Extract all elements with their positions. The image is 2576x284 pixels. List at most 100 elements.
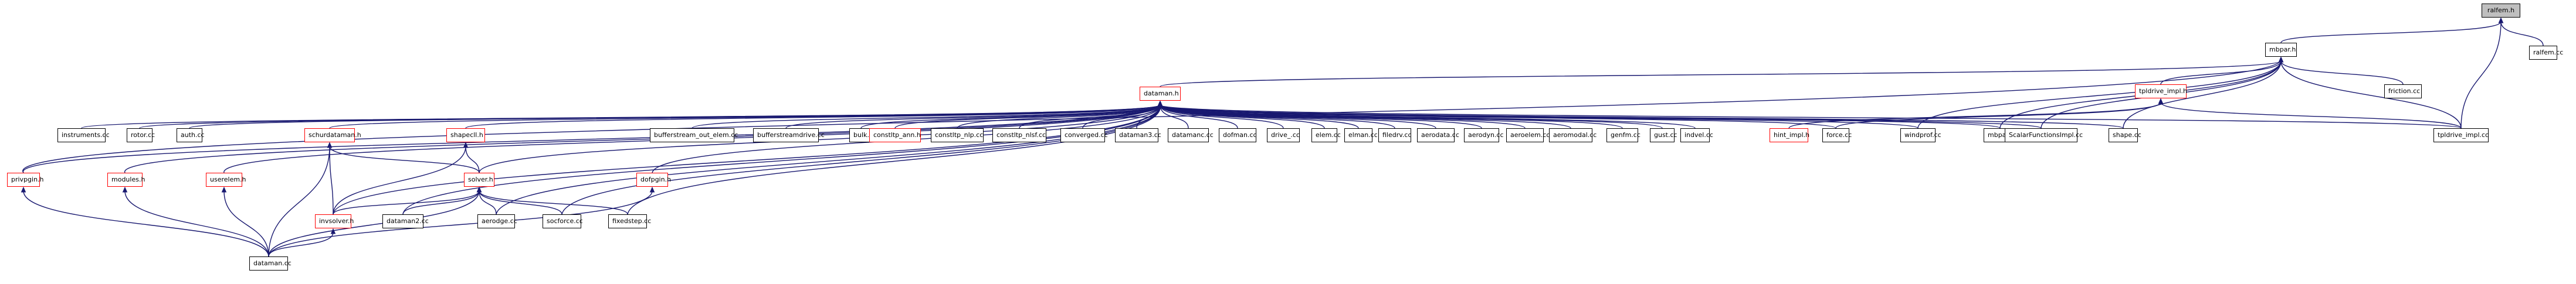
node-aeromodal-cc[interactable]: aeromodal.cc bbox=[1549, 128, 1597, 142]
edge-windprof_cc-to-mbpar_h bbox=[1917, 60, 2282, 129]
node-datamanc-cc[interactable]: datamanc.cc bbox=[1168, 128, 1214, 142]
arrowhead bbox=[1157, 100, 1163, 107]
node-socforce-cc[interactable]: socforce.cc bbox=[543, 214, 583, 228]
edge-constltp_nlp_cc-to-dataman_h bbox=[957, 104, 1161, 129]
node-dataman-cc[interactable]: dataman.cc bbox=[249, 256, 292, 271]
node-dataman2-cc[interactable]: dataman2.cc bbox=[382, 214, 429, 228]
edge-socforce_cc-to-dataman_h bbox=[561, 104, 1161, 215]
edge-dataman_cc-to-dofpgin_h bbox=[268, 190, 653, 257]
node-aerodata-cc[interactable]: aerodata.cc bbox=[1417, 128, 1459, 142]
edge-auth_cc-to-dataman_h bbox=[189, 104, 1161, 129]
node-solver-h[interactable]: solver.h bbox=[464, 173, 494, 187]
node-gust-cc[interactable]: gust.cc bbox=[1650, 128, 1677, 142]
arrowhead bbox=[2158, 98, 2164, 104]
node-fixedstep-cc[interactable]: fixedstep.cc bbox=[608, 214, 651, 228]
node-bufferstreamdrive-cc[interactable]: bufferstreamdrive.cc bbox=[753, 128, 825, 142]
node-tpldrive-impl-h[interactable]: tpldrive_impl.h bbox=[2135, 84, 2187, 98]
edge-schurdataman_h-to-dataman_h bbox=[329, 104, 1161, 129]
arrowhead bbox=[2498, 17, 2504, 23]
node-shapecll-h[interactable]: shapecll.h bbox=[446, 128, 485, 142]
edge-constltp_nlsf_cc-to-dataman_h bbox=[1019, 104, 1161, 129]
node-aerodyn-cc[interactable]: aerodyn.cc bbox=[1464, 128, 1504, 142]
node-friction-cc[interactable]: friction.cc bbox=[2384, 84, 2422, 98]
edge-filedrv_cc-to-dataman_h bbox=[1160, 104, 1395, 129]
edge-bufferstream_out_elem_cc-to-dataman_h bbox=[692, 104, 1161, 129]
node-constltp-nlp-cc[interactable]: constltp_nlp.cc bbox=[931, 128, 984, 142]
edge-datamanc_cc-to-dataman_h bbox=[1160, 104, 1189, 129]
node-mbpar-h[interactable]: mbpar.h bbox=[2265, 43, 2297, 57]
node-hint-impl-h[interactable]: hint_impl.h bbox=[1770, 128, 1809, 142]
arrowhead bbox=[122, 186, 128, 193]
arrowhead bbox=[221, 186, 227, 193]
node-instruments-cc[interactable]: instruments.cc bbox=[57, 128, 110, 142]
node-scalarfunctionsimpl-cc[interactable]: ScalarFunctionsImpl.cc bbox=[2005, 128, 2083, 142]
edge-drive_cc-to-dataman_h bbox=[1160, 104, 1284, 129]
arrowhead bbox=[2278, 56, 2284, 63]
node-privpgin-h[interactable]: privpgin.h bbox=[7, 173, 44, 187]
node-dataman-h[interactable]: dataman.h bbox=[1140, 87, 1181, 101]
edge-invsolver_h-to-solver_h bbox=[333, 190, 480, 215]
node-invsolver-h[interactable]: invsolver.h bbox=[315, 214, 354, 228]
edge-tpldrive_impl_cc-to-mbpar_h bbox=[2280, 60, 2462, 129]
edge-privpgin_h-to-dataman_h bbox=[23, 104, 1161, 173]
edge-dataman_cc-to-modules_h bbox=[124, 190, 269, 257]
edge-dataman2_cc-to-dataman_h bbox=[402, 104, 1161, 215]
node-aeroelem-cc[interactable]: aeroelem.cc bbox=[1506, 128, 1550, 142]
edge-ralfem_cc-to-ralfem_h bbox=[2500, 21, 2544, 46]
edge-dataman2_cc-to-solver_h bbox=[402, 190, 480, 215]
edge-dataman_h-to-mbpar_h bbox=[1160, 60, 2282, 87]
node-bufferstream-out-elem-cc[interactable]: bufferstream_out_elem.cc bbox=[650, 128, 738, 142]
node-elem-cc[interactable]: elem.cc bbox=[1311, 128, 1341, 142]
node-force-cc[interactable]: force.cc bbox=[1822, 128, 1852, 142]
node-genfm-cc[interactable]: genfm.cc bbox=[1606, 128, 1640, 142]
node-tpldrive-impl-cc[interactable]: tpldrive_impl.cc bbox=[2433, 128, 2489, 142]
node-ralfem-h[interactable]: ralfem.h bbox=[2482, 4, 2520, 18]
node-auth-cc[interactable]: auth.cc bbox=[177, 128, 205, 142]
edge-shape_cc-to-mbpar_h bbox=[2123, 60, 2282, 129]
edge-solver_h-to-schurdataman_h bbox=[329, 146, 480, 173]
edge-tpldrive_impl_cc-to-ralfem_h bbox=[2460, 21, 2502, 129]
node-dofpgin-h[interactable]: dofpgin.h bbox=[636, 173, 671, 187]
edge-shape_cc-to-dataman_h bbox=[1160, 104, 2124, 129]
arrowhead bbox=[330, 228, 336, 234]
node-constltp-ann-h[interactable]: constltp_ann.h bbox=[869, 128, 921, 142]
node-aerodge-cc[interactable]: aerodge.cc bbox=[477, 214, 517, 228]
edge-constltp_ann_h-to-dataman_h bbox=[894, 104, 1161, 129]
edge-socforce_cc-to-solver_h bbox=[479, 190, 562, 215]
node-elman-cc[interactable]: elman.cc bbox=[1344, 128, 1378, 142]
edge-converged_cc-to-dataman_h bbox=[1082, 104, 1161, 129]
edge-bufferstreamdrive_cc-to-dataman_h bbox=[785, 104, 1161, 129]
arrowhead bbox=[21, 186, 26, 193]
edge-dofman_cc-to-dataman_h bbox=[1160, 104, 1238, 129]
edge-force_cc-to-tpldrive_impl_h bbox=[1835, 102, 2161, 129]
edge-invsolver_h-to-shapecll_h bbox=[333, 146, 466, 215]
node-rotor-cc[interactable]: rotor.cc bbox=[127, 128, 155, 142]
edge-aerodge_cc-to-dataman_h bbox=[496, 104, 1161, 215]
edge-tpldrive_impl_cc-to-dataman_h bbox=[1160, 104, 2462, 129]
edge-fixedstep_cc-to-solver_h bbox=[479, 190, 628, 215]
node-drive-cc[interactable]: drive_.cc bbox=[1267, 128, 1300, 142]
edge-dataman3_cc-to-dataman_h bbox=[1136, 104, 1161, 129]
arrowhead bbox=[327, 142, 333, 148]
node-filedrv-cc[interactable]: filedrv.cc bbox=[1378, 128, 1412, 142]
edge-solver_h-to-shapecll_h bbox=[465, 146, 480, 173]
edge-invsolver_h-to-dataman_h bbox=[333, 104, 1161, 215]
node-dataman3-cc[interactable]: dataman3.cc bbox=[1115, 128, 1161, 142]
edge-shapecll_h-to-dataman_h bbox=[465, 104, 1161, 129]
node-modules-h[interactable]: modules.h bbox=[107, 173, 145, 187]
node-constltp-nlsf-cc[interactable]: constltp_nlsf.cc bbox=[992, 128, 1046, 142]
edge-dataman_cc-to-userelem_h bbox=[223, 190, 269, 257]
node-indvel-cc[interactable]: indvel.cc bbox=[1680, 128, 1713, 142]
node-dofman-cc[interactable]: dofman.cc bbox=[1219, 128, 1257, 142]
node-windprof-cc[interactable]: windprof.cc bbox=[1900, 128, 1941, 142]
edge-aerodge_cc-to-solver_h bbox=[479, 190, 497, 215]
edge-dataman_cc-to-solver_h bbox=[268, 190, 480, 257]
node-schurdataman-h[interactable]: schurdataman.h bbox=[304, 128, 361, 142]
node-ralfem-cc[interactable]: ralfem.cc bbox=[2529, 46, 2563, 60]
edge-invsolver_h-to-schurdataman_h bbox=[329, 146, 334, 215]
node-userelem-h[interactable]: userelem.h bbox=[206, 173, 246, 187]
edge-dataman_cc-to-schurdataman_h bbox=[268, 146, 330, 257]
node-shape-cc[interactable]: shape.cc bbox=[2109, 128, 2141, 142]
node-converged-cc[interactable]: converged.cc bbox=[1060, 128, 1108, 142]
